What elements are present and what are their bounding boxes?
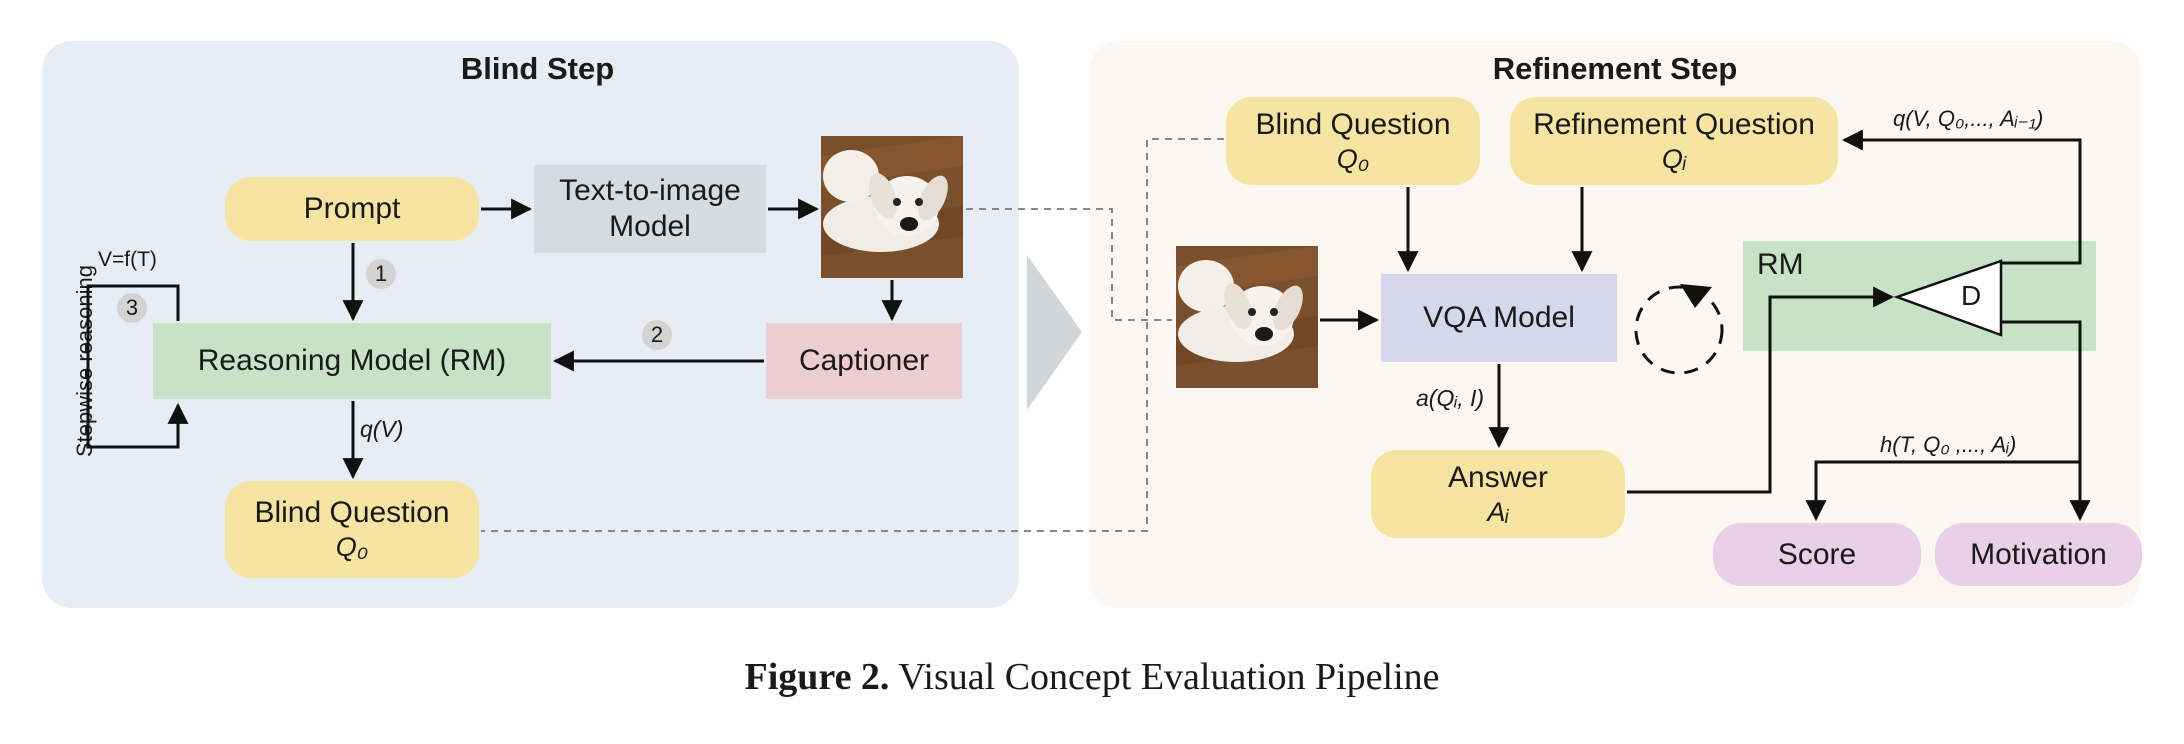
blind-step-title: Blind Step (460, 51, 615, 86)
score-box: Score (1713, 523, 1921, 586)
step-1-badge: 1 (366, 259, 396, 289)
t2i-model-label: Text-to-image Model (559, 174, 741, 243)
answer-sub: Aᵢ (1487, 496, 1509, 527)
dashed-image-link (966, 208, 1172, 321)
answer-label: Answer (1447, 460, 1549, 494)
arrow-d-to-motivation (2001, 320, 2091, 522)
blind-question-label: Blind Question (254, 496, 450, 530)
refinement-question-label: Refinement Question (1533, 107, 1815, 141)
text-to-image-model-box: Text-to-image Model (534, 165, 766, 253)
blind-question-box: Blind Question Q₀ (225, 481, 479, 578)
prompt-label: Prompt (303, 192, 401, 225)
blind-question-sub: Q₀ (335, 532, 369, 563)
iteration-cycle (1634, 285, 1724, 375)
prompt-box: Prompt (225, 177, 479, 241)
discriminator-label: D (1961, 280, 1982, 311)
generated-dog-image (821, 136, 963, 278)
refine-blind-question-box: Blind Question Q₀ (1226, 97, 1480, 185)
h-function-label: h(T, Q₀ ,..., Aᵢ) (1880, 432, 2017, 457)
vqa-model-box: VQA Model (1381, 274, 1617, 362)
refine-blind-question-sub: Q₀ (1336, 143, 1370, 174)
reasoning-model-box: Reasoning Model (RM) (153, 323, 551, 399)
input-dog-image (1176, 246, 1318, 388)
figure-title: Visual Concept Evaluation Pipeline (898, 656, 1440, 698)
figure-caption: Figure 2. Visual Concept Evaluation Pipe… (0, 655, 2184, 699)
arrow-stepwise-loop (86, 284, 189, 449)
dashed-blind-question-link (481, 138, 1224, 532)
discriminator-triangle (1893, 259, 2003, 337)
rm-label: RM (1757, 248, 1804, 281)
step-3-badge: 3 (117, 293, 147, 323)
motivation-label: Motivation (1970, 537, 2107, 571)
qv-label: q(V) (360, 416, 404, 442)
question-function-label: q(V, Q₀,..., Aᵢ₋₁) (1893, 106, 2044, 131)
reasoning-model-label: Reasoning Model (RM) (197, 344, 507, 377)
arrow-d-to-refineq (1841, 129, 2082, 265)
refine-blind-question-label: Blind Question (1255, 107, 1451, 141)
answer-function-label: a(Qᵢ, I) (1416, 385, 1485, 411)
refinement-question-box: Refinement Question Qᵢ (1510, 97, 1838, 185)
figure-label: Figure 2. (744, 656, 890, 698)
score-label: Score (1777, 537, 1857, 571)
cycle-arrowhead (1680, 284, 1712, 308)
step-2-badge: 2 (642, 320, 672, 350)
refinement-question-sub: Qᵢ (1661, 143, 1687, 174)
refinement-step-title: Refinement Step (1492, 51, 1738, 86)
arrow-answer-to-d (1627, 286, 1895, 494)
vqa-model-label: VQA Model (1423, 301, 1575, 334)
captioner-box: Captioner (766, 323, 962, 399)
answer-box: Answer Aᵢ (1371, 450, 1625, 538)
motivation-box: Motivation (1935, 523, 2142, 586)
v-formula-label: V=f(T) (98, 248, 157, 271)
arrow-to-score (1805, 460, 2080, 522)
captioner-label: Captioner (798, 344, 930, 377)
